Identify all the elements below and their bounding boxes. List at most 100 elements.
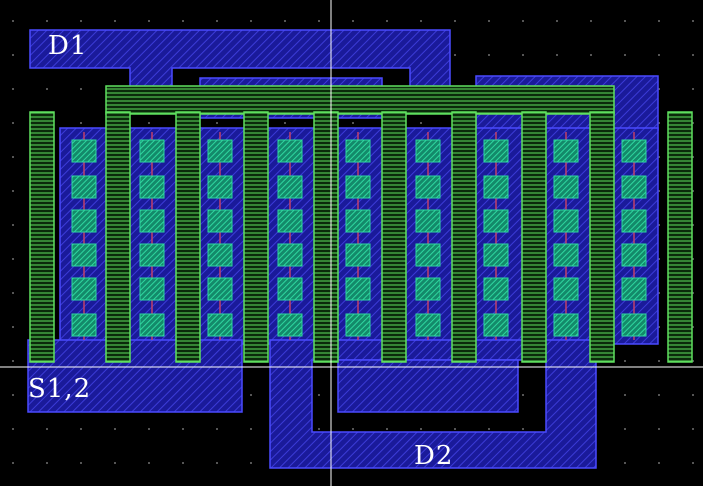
contact-cell[interactable] (277, 209, 303, 233)
contact-cell[interactable] (277, 313, 303, 337)
contact-cell[interactable] (415, 139, 441, 163)
grid-dot (488, 428, 490, 430)
contact-cell[interactable] (345, 277, 371, 301)
contact-cell[interactable] (277, 243, 303, 267)
contact-cell[interactable] (139, 277, 165, 301)
contact-cell[interactable] (553, 313, 579, 337)
contact-cell[interactable] (553, 139, 579, 163)
grid-dot (692, 428, 694, 430)
poly-finger[interactable] (667, 111, 693, 363)
contact-cell[interactable] (345, 175, 371, 199)
poly-finger[interactable] (451, 111, 477, 363)
poly-bus[interactable] (105, 85, 615, 115)
grid-dot (216, 122, 218, 124)
contact-cell[interactable] (621, 175, 647, 199)
contact-cell[interactable] (621, 313, 647, 337)
grid-dot (658, 428, 660, 430)
metal-s12[interactable] (27, 339, 243, 413)
grid-dot (658, 326, 660, 328)
grid-dot (658, 292, 660, 294)
grid-dot (692, 360, 694, 362)
poly-finger[interactable] (381, 111, 407, 363)
contact-cell[interactable] (345, 209, 371, 233)
grid-dot (590, 54, 592, 56)
poly-finger[interactable] (175, 111, 201, 363)
poly-finger[interactable] (243, 111, 269, 363)
contact-cell[interactable] (415, 175, 441, 199)
contact-cell[interactable] (71, 313, 97, 337)
contact-cell[interactable] (553, 277, 579, 301)
contact-cell[interactable] (71, 277, 97, 301)
grid-dot (522, 20, 524, 22)
contact-cell[interactable] (483, 139, 509, 163)
poly-finger[interactable] (521, 111, 547, 363)
contact-cell[interactable] (415, 243, 441, 267)
contact-cell[interactable] (277, 139, 303, 163)
contact-cell[interactable] (483, 175, 509, 199)
contact-cell[interactable] (553, 209, 579, 233)
grid-dot (658, 20, 660, 22)
contact-cell[interactable] (139, 313, 165, 337)
contact-cell[interactable] (207, 313, 233, 337)
contact-cell[interactable] (415, 277, 441, 301)
grid-dot (522, 54, 524, 56)
contact-cell[interactable] (71, 139, 97, 163)
contact-cell[interactable] (483, 277, 509, 301)
contact-cell[interactable] (483, 209, 509, 233)
poly-finger[interactable] (105, 111, 131, 363)
poly-finger[interactable] (29, 111, 55, 363)
grid-dot (692, 224, 694, 226)
contact-cell[interactable] (621, 209, 647, 233)
contact-cell[interactable] (207, 277, 233, 301)
contact-cell[interactable] (71, 243, 97, 267)
grid-dot (216, 20, 218, 22)
contact-cell[interactable] (207, 175, 233, 199)
contact-cell[interactable] (345, 139, 371, 163)
contact-cell[interactable] (207, 209, 233, 233)
contact-cell[interactable] (207, 139, 233, 163)
grid-dot (488, 20, 490, 22)
contact-cell[interactable] (345, 313, 371, 337)
contact-cell[interactable] (553, 175, 579, 199)
contact-cell[interactable] (139, 139, 165, 163)
contact-cell[interactable] (483, 243, 509, 267)
contact-cell[interactable] (277, 277, 303, 301)
grid-dot (80, 122, 82, 124)
metal-d2[interactable] (269, 339, 597, 469)
grid-dot (12, 462, 14, 464)
grid-dot (12, 360, 14, 362)
contact-cell[interactable] (483, 313, 509, 337)
contact-cell[interactable] (621, 243, 647, 267)
contact-cell[interactable] (277, 175, 303, 199)
contact-cell[interactable] (415, 209, 441, 233)
grid-dot (692, 20, 694, 22)
contact-array[interactable] (71, 132, 647, 340)
contact-cell[interactable] (553, 243, 579, 267)
contact-cell[interactable] (139, 209, 165, 233)
poly-finger[interactable] (589, 111, 615, 363)
grid-dot (318, 428, 320, 430)
grid-dot (12, 88, 14, 90)
grid-dot (420, 20, 422, 22)
contact-cell[interactable] (139, 175, 165, 199)
grid-dot (658, 394, 660, 396)
contact-cell[interactable] (139, 243, 165, 267)
grid-dot (692, 462, 694, 464)
poly-finger[interactable] (313, 111, 339, 363)
contact-cell[interactable] (207, 243, 233, 267)
contact-cell[interactable] (621, 139, 647, 163)
contact-cell[interactable] (71, 175, 97, 199)
grid-dot (80, 88, 82, 90)
contact-cell[interactable] (71, 209, 97, 233)
grid-dot (12, 394, 14, 396)
contact-cell[interactable] (345, 243, 371, 267)
grid-dot (624, 394, 626, 396)
contact-cell[interactable] (621, 277, 647, 301)
contact-cell[interactable] (415, 313, 441, 337)
grid-dot (658, 258, 660, 260)
poly-gate-fingers[interactable] (29, 111, 693, 363)
grid-dot (658, 54, 660, 56)
grid-dot (250, 20, 252, 22)
